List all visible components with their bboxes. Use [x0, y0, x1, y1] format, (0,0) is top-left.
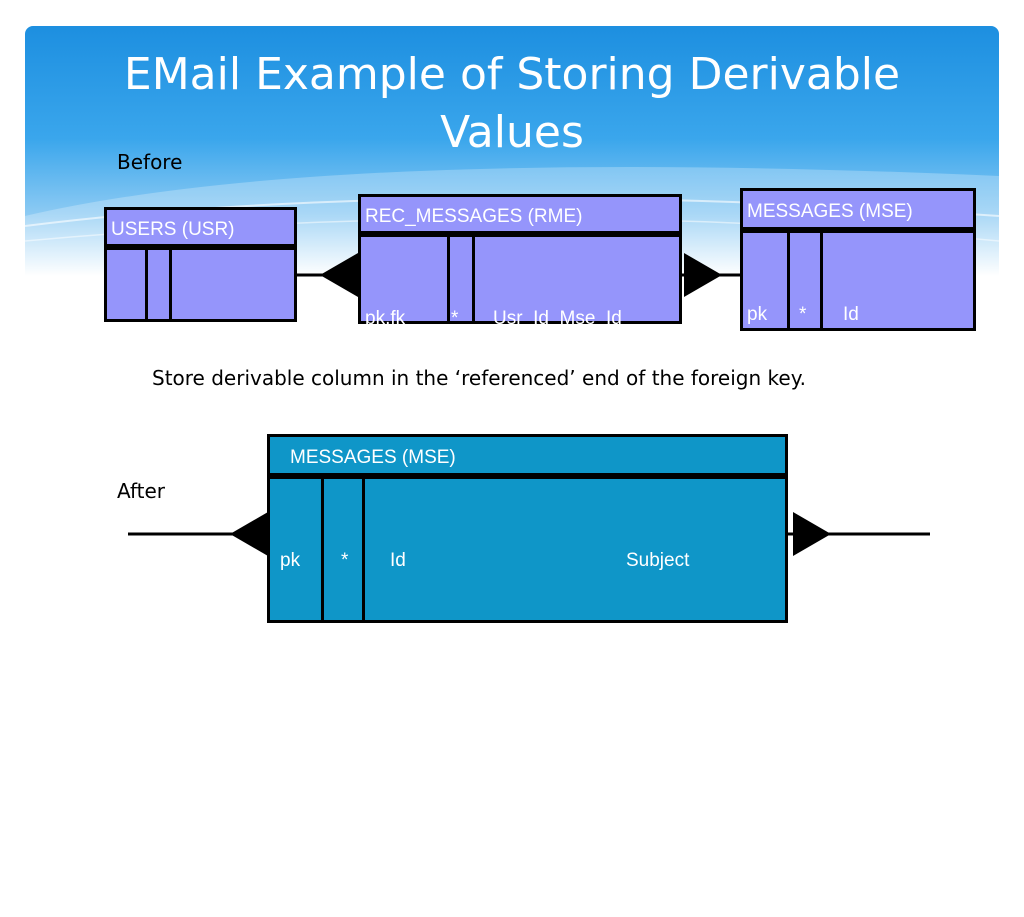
rec-messages-key: pk,fk [365, 308, 406, 329]
relationship-lines [128, 253, 930, 556]
users-key: pk [111, 321, 132, 342]
messages-after-key-column: pk [270, 479, 324, 620]
rec-messages-columns: Usr_Id Mse_Id [475, 237, 622, 329]
messages-before-key: pk [747, 304, 768, 325]
messages-before-columns: Id Subject Text [823, 233, 906, 511]
messages-after-column-name: Id [390, 550, 406, 571]
rec-messages-key-column: pk,fk pk,fk [361, 237, 450, 422]
users-body: pk * * Id Per_name [104, 247, 297, 435]
users-columns: Id Per_name [172, 250, 264, 435]
rec-messages-star: * [451, 308, 459, 329]
messages-before-column-name: Subject [843, 397, 907, 418]
messages-after-subject-column: Subject [626, 550, 690, 571]
messages-after-key: pk [280, 550, 301, 571]
rec-messages-header: REC_MESSAGES (RME) [358, 194, 682, 234]
messages-before-body: pk * * * Id Subject Text [740, 230, 976, 511]
messages-before-column-name: Text [843, 490, 878, 511]
rec-messages-column-names: Usr_Id Mse_Id [493, 308, 622, 329]
users-header: USERS (USR) [104, 207, 297, 247]
messages-after-header: MESSAGES (MSE) [267, 434, 788, 476]
messages-before-header: MESSAGES (MSE) [740, 188, 976, 230]
messages-before-star: * [799, 397, 807, 418]
rec-messages-body: pk,fk pk,fk * * Usr_Id Mse_Id [358, 234, 682, 422]
messages-before-column-name: Id [843, 304, 859, 325]
users-column-name: Id [176, 321, 192, 342]
users-star-column: * * [145, 250, 172, 435]
messages-after-columns: Id Text Number_of_times_received [365, 479, 622, 757]
messages-before-star-column: * * * [787, 233, 823, 511]
messages-after-star: * [341, 643, 349, 664]
rec-messages-key: pk,fk [365, 401, 406, 422]
messages-after-star: * [341, 550, 349, 571]
messages-after-star-column: * * * * [321, 479, 365, 850]
usr-rme-arrowhead [320, 253, 358, 297]
messages-before-star: * [799, 490, 807, 511]
rme-mse-arrowhead [684, 253, 722, 297]
messages-after-star: * [341, 736, 349, 757]
messages-before-key-column: pk [743, 233, 790, 328]
messages-after-extra-column: Subject [626, 479, 689, 620]
rec-messages-star-column: * * [447, 237, 475, 422]
users-star: * [149, 321, 157, 342]
rec-messages-star: * [451, 401, 459, 422]
messages-after-derived-column: Number_of_times_received [390, 736, 623, 757]
messages-after-star: * [341, 829, 349, 850]
messages-after-column-name: Text [390, 643, 425, 664]
after-left-arrowhead [230, 512, 268, 556]
derivable-note: Store derivable column in the ‘reference… [152, 366, 807, 390]
users-star: * [149, 414, 157, 435]
users-column-name: Per_name [176, 414, 264, 435]
slide-title: EMail Example of Storing Derivable Value… [123, 49, 901, 158]
messages-after-body: pk * * * * Id Text Number_of_times_recei… [267, 476, 788, 850]
after-right-arrowhead [793, 512, 831, 556]
after-label: After [117, 479, 166, 503]
messages-before-star: * [799, 304, 807, 325]
before-label: Before [117, 150, 183, 174]
users-key-column: pk [107, 250, 148, 342]
